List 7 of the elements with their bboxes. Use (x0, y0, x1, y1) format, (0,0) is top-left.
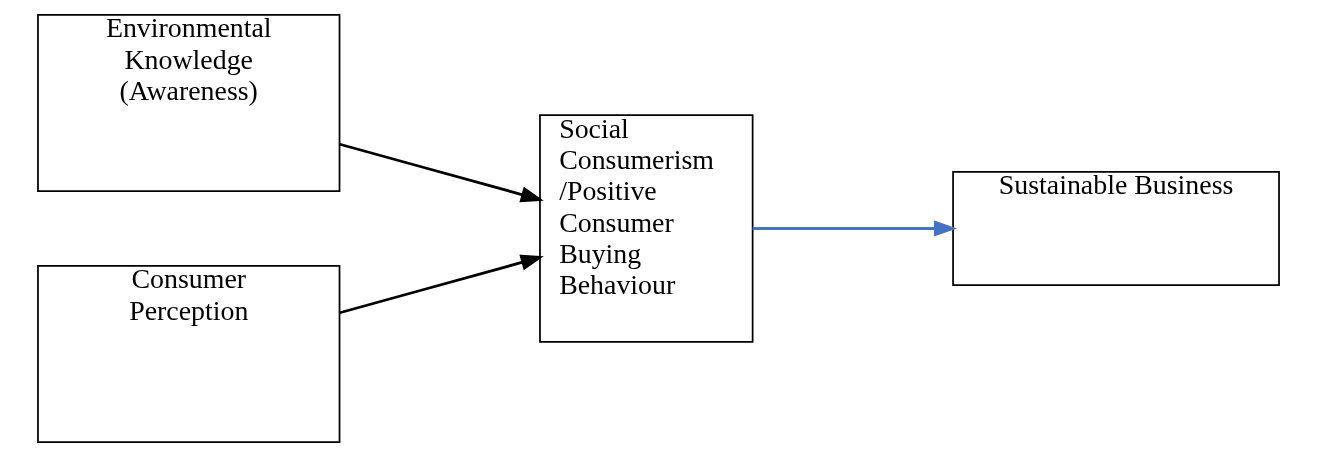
arrow (339, 254, 544, 315)
node-box: Social Consumerism /Positive Consumer Buying Behaviour (539, 114, 754, 343)
node-box: Environmental Knowledge (Awareness) (37, 14, 341, 192)
node-box: Sustainable Business (952, 171, 1280, 286)
arrow (339, 142, 544, 203)
node-box: Consumer Perception (37, 265, 341, 443)
arrow (752, 220, 958, 237)
